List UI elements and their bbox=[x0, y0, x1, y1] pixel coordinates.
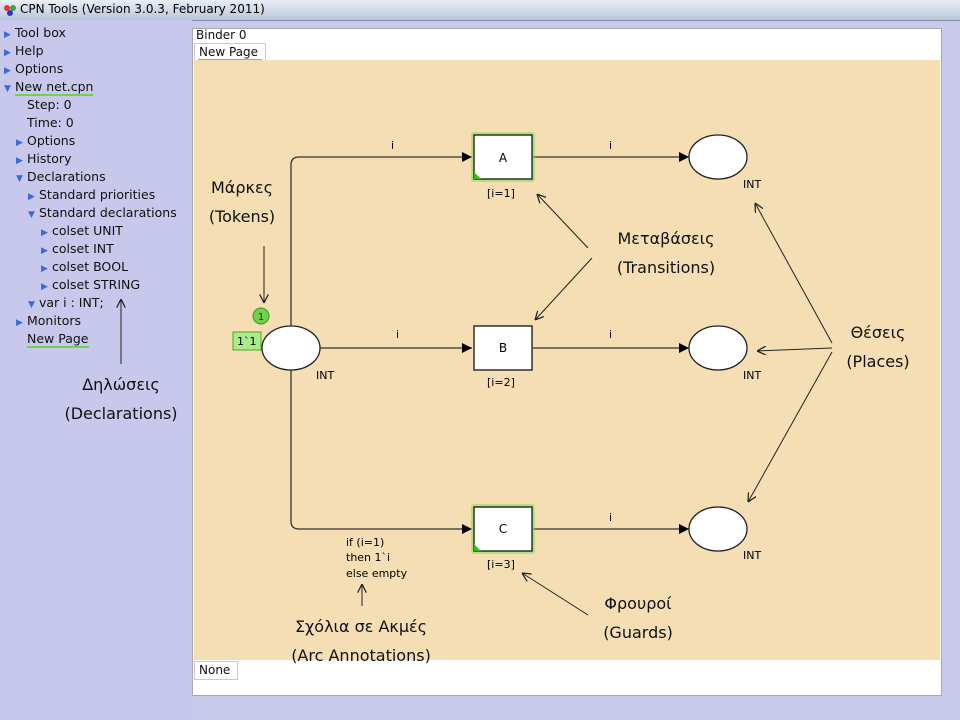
annotation-declarations: Δηλώσεις (Declarations) bbox=[64, 375, 178, 423]
transition-b-label: B bbox=[499, 341, 507, 355]
expand-arrow-icon[interactable]: ▶ bbox=[4, 48, 11, 58]
place-output-a[interactable] bbox=[688, 134, 748, 180]
arc-to-c[interactable] bbox=[290, 370, 472, 534]
tree-item-net-options[interactable]: ▶Options bbox=[16, 132, 75, 150]
token-count-badge[interactable] bbox=[252, 307, 270, 325]
transition-a-label: A bbox=[499, 151, 508, 165]
annotation-guards: Φρουροί (Guards) bbox=[603, 594, 673, 642]
title-bar: CPN Tools (Version 3.0.3, February 2011) bbox=[0, 0, 960, 21]
annotation-arc-annotations: Σχόλια σε Ακμές (Arc Annotations) bbox=[291, 617, 431, 665]
transition-c[interactable] bbox=[473, 506, 533, 552]
binder-title: Binder 0 bbox=[196, 28, 247, 42]
tree-item-colset-string[interactable]: ▶colset STRING bbox=[41, 276, 140, 294]
arc-label-in-a: i bbox=[391, 139, 394, 152]
tab-none[interactable]: None bbox=[194, 661, 238, 680]
window-title: CPN Tools (Version 3.0.3, February 2011) bbox=[20, 2, 265, 16]
tree-item-options[interactable]: ▶Options bbox=[4, 60, 63, 78]
tree-item-standard-priorities[interactable]: ▶Standard priorities bbox=[28, 186, 155, 204]
net-canvas[interactable] bbox=[194, 60, 940, 660]
tab-none-label: None bbox=[199, 663, 231, 677]
guard-c: [i=3] bbox=[487, 558, 515, 571]
annotation-places: Θέσεις (Places) bbox=[846, 323, 910, 371]
collapse-arrow-icon[interactable]: ▼ bbox=[28, 210, 35, 220]
enabled-marker-icon bbox=[474, 544, 481, 551]
pointer-transition-b bbox=[535, 257, 593, 320]
collapse-arrow-icon[interactable]: ▼ bbox=[16, 174, 23, 184]
place-type-a: INT bbox=[743, 178, 761, 191]
marking-box[interactable] bbox=[232, 331, 262, 351]
pointer-place-a bbox=[755, 203, 833, 344]
expand-arrow-icon[interactable]: ▶ bbox=[16, 138, 23, 148]
transition-a[interactable] bbox=[473, 134, 533, 180]
tree-item-declarations[interactable]: ▼Declarations bbox=[16, 168, 106, 186]
tree-item-step: Step: 0 bbox=[27, 97, 72, 112]
arc-label-out-a: i bbox=[609, 139, 612, 152]
app-icon bbox=[4, 5, 16, 16]
tree-item-var-i[interactable]: ▼var i : INT; bbox=[28, 294, 104, 312]
transition-c-label: C bbox=[499, 522, 507, 536]
transition-b[interactable] bbox=[473, 325, 533, 371]
tab-new-page-label: New Page bbox=[199, 45, 259, 59]
marking-label: 1`1 bbox=[237, 335, 257, 348]
expand-arrow-icon[interactable]: ▶ bbox=[4, 66, 11, 76]
pointer-transition-a bbox=[537, 194, 589, 249]
place-type-c: INT bbox=[743, 549, 761, 562]
place-output-b[interactable] bbox=[688, 325, 748, 371]
arc-label-out-c: i bbox=[609, 511, 612, 524]
expand-arrow-icon[interactable]: ▶ bbox=[28, 192, 35, 202]
pointer-guard-c bbox=[522, 573, 589, 616]
arc-annotation-line-3: else empty bbox=[346, 567, 408, 580]
tree-item-colset-unit[interactable]: ▶colset UNIT bbox=[41, 222, 123, 240]
token-count: 1 bbox=[258, 312, 264, 323]
tree-item-new-page[interactable]: New Page bbox=[27, 331, 89, 348]
expand-arrow-icon[interactable]: ▶ bbox=[4, 30, 11, 40]
collapse-arrow-icon[interactable]: ▼ bbox=[28, 300, 35, 310]
tree-item-history[interactable]: ▶History bbox=[16, 150, 71, 168]
guard-a: [i=1] bbox=[487, 187, 515, 200]
pointer-place-c bbox=[748, 351, 833, 502]
expand-arrow-icon[interactable]: ▶ bbox=[41, 246, 48, 256]
guard-b: [i=2] bbox=[487, 376, 515, 389]
expand-arrow-icon[interactable]: ▶ bbox=[41, 282, 48, 292]
tree-item-colset-int[interactable]: ▶colset INT bbox=[41, 240, 114, 258]
pointer-place-b bbox=[757, 348, 833, 351]
tree-item-toolbox[interactable]: ▶Tool box bbox=[4, 24, 66, 42]
expand-arrow-icon[interactable]: ▶ bbox=[41, 228, 48, 238]
arc-label-in-b: i bbox=[396, 328, 399, 341]
enabled-marker-icon bbox=[474, 172, 481, 179]
expand-arrow-icon[interactable]: ▶ bbox=[16, 156, 23, 166]
tree-item-time: Time: 0 bbox=[27, 115, 74, 130]
annotation-tokens: Μάρκες (Tokens) bbox=[208, 178, 276, 226]
tree-item-help[interactable]: ▶Help bbox=[4, 42, 44, 60]
index-sidebar: ▶Tool box ▶Help ▶Options ▼New net.cpn St… bbox=[0, 20, 192, 720]
tree-item-net[interactable]: ▼New net.cpn bbox=[4, 78, 94, 96]
expand-arrow-icon[interactable]: ▶ bbox=[41, 264, 48, 274]
tree-item-standard-declarations[interactable]: ▼Standard declarations bbox=[28, 204, 177, 222]
collapse-arrow-icon[interactable]: ▼ bbox=[4, 84, 11, 94]
annotation-transitions: Μεταβάσεις (Transitions) bbox=[616, 229, 716, 277]
expand-arrow-icon[interactable]: ▶ bbox=[16, 318, 23, 328]
place-type-b: INT bbox=[743, 369, 761, 382]
tree-item-monitors[interactable]: ▶Monitors bbox=[16, 312, 81, 330]
arc-label-out-b: i bbox=[609, 328, 612, 341]
arc-to-a[interactable] bbox=[290, 152, 472, 326]
arc-annotation-line-2: then 1`i bbox=[346, 551, 390, 564]
place-output-c[interactable] bbox=[688, 506, 748, 552]
tree-item-colset-bool[interactable]: ▶colset BOOL bbox=[41, 258, 128, 276]
place-input[interactable] bbox=[261, 325, 321, 371]
place-type-input: INT bbox=[316, 369, 334, 382]
arc-annotation-line-1: if (i=1) bbox=[346, 536, 384, 549]
